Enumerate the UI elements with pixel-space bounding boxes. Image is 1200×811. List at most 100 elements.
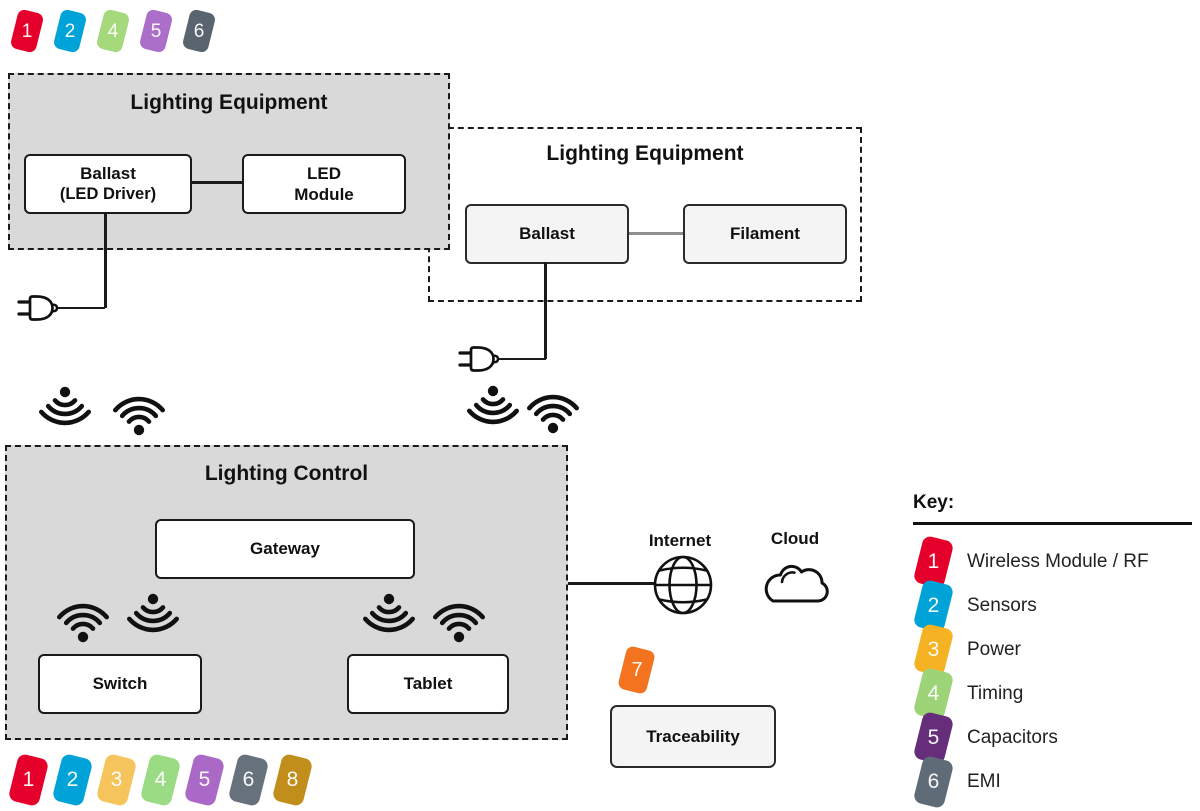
badge-row-bottom-left: 1 2 3 4 5 6 8: [7, 752, 314, 808]
badge-6: 6: [181, 8, 217, 55]
badge-7: 7: [617, 644, 656, 696]
badge-3: 3: [95, 752, 138, 808]
badge-5: 5: [138, 8, 174, 55]
internet-globe-icon: [653, 555, 713, 615]
internet-connector-line: [568, 582, 655, 585]
wifi-icon: [526, 384, 580, 434]
key-row-power: 3 Power: [912, 622, 1200, 678]
badge-number: 1: [21, 20, 33, 42]
ballast-led-driver-node: Ballast (LED Driver): [24, 154, 192, 214]
badge-1: 1: [912, 534, 955, 590]
key-label: Wireless Module / RF: [967, 550, 1149, 572]
badge-1: 1: [9, 8, 45, 55]
key-legend: Key: 1 Wireless Module / RF 2 Sensors 3 …: [912, 492, 1200, 809]
node-label: Ballast: [519, 224, 575, 244]
key-row-emi: 6 EMI: [912, 754, 1200, 810]
lighting-equipment-led-group: Lighting Equipment Ballast (LED Driver) …: [8, 73, 450, 250]
badge-number: 3: [927, 637, 940, 661]
badge-number: 1: [927, 549, 940, 573]
key-row-capacitors: 5 Capacitors: [912, 710, 1200, 766]
wifi-up-icon: [38, 386, 92, 436]
node-label: Traceability: [646, 726, 740, 746]
badge-number: 2: [927, 593, 940, 617]
node-label-line2: (LED Driver): [59, 185, 157, 204]
key-items: 1 Wireless Module / RF 2 Sensors 3 Power…: [912, 534, 1200, 810]
power-wire-vertical-filament: [544, 262, 547, 359]
power-plug-icon: [458, 345, 500, 373]
key-label: Timing: [967, 682, 1024, 704]
badge-4: 4: [139, 752, 182, 808]
key-label: Power: [967, 638, 1021, 660]
power-wire-horizontal-led: [57, 306, 105, 309]
led-module-node: LED Module: [242, 154, 406, 214]
gateway-node: Gateway: [155, 519, 415, 579]
key-row-timing: 4 Timing: [912, 666, 1200, 722]
wifi-icon: [432, 593, 486, 643]
switch-node: Switch: [38, 654, 202, 714]
badge-4: 4: [912, 666, 955, 722]
badge-number: 2: [64, 20, 76, 42]
ballast-filament-connector: [627, 232, 685, 235]
badge-number: 8: [286, 768, 299, 791]
badge-number: 4: [154, 768, 167, 791]
badge-number: 6: [193, 20, 205, 42]
badge-5: 5: [183, 752, 226, 808]
badge-number: 2: [66, 768, 79, 791]
node-label-line2: Module: [294, 185, 354, 204]
lighting-equipment-filament-group: Lighting Equipment Ballast Filament: [428, 127, 862, 302]
power-wire-vertical-led: [104, 212, 107, 308]
wifi-icon: [112, 386, 166, 436]
traceability-node: Traceability: [610, 705, 776, 768]
wifi-icon: [56, 593, 110, 643]
key-row-sensors: 2 Sensors: [912, 578, 1200, 634]
cloud-icon: [764, 564, 829, 603]
node-label-line1: Ballast: [80, 164, 136, 184]
badge-4: 4: [95, 8, 131, 55]
key-title: Key:: [913, 492, 955, 513]
lighting-control-group: Lighting Control Gateway Switch Tablet: [5, 445, 568, 740]
key-row-wireless: 1 Wireless Module / RF: [912, 534, 1200, 590]
badge-number: 5: [150, 20, 162, 42]
badge-number: 3: [110, 768, 123, 791]
badge-number: 5: [927, 725, 940, 749]
key-label: Capacitors: [967, 726, 1058, 748]
ballast-node: Ballast: [465, 204, 629, 264]
badge-number: 7: [631, 658, 643, 681]
badge-3: 3: [912, 622, 955, 678]
wifi-up-icon: [466, 385, 520, 435]
filament-node: Filament: [683, 204, 847, 264]
wifi-up-icon: [362, 593, 416, 643]
node-label: Tablet: [403, 674, 453, 694]
badge-8: 8: [271, 752, 314, 808]
internet-label: Internet: [648, 531, 712, 550]
badge-2: 2: [912, 578, 955, 634]
node-label: Switch: [92, 674, 148, 694]
badge-row-top-left: 1 2 4 5 6: [9, 8, 217, 55]
group-title: Lighting Control: [204, 462, 369, 485]
node-label: Filament: [730, 224, 800, 244]
power-wire-horizontal-filament: [498, 357, 546, 360]
badge-1: 1: [7, 752, 50, 808]
wifi-up-icon: [126, 593, 180, 643]
node-label: Gateway: [250, 539, 320, 559]
cloud-label: Cloud: [770, 529, 820, 548]
group-title: Lighting Equipment: [546, 142, 744, 165]
badge-number: 6: [242, 768, 255, 791]
badge-number: 1: [22, 768, 35, 791]
node-label-line1: LED: [307, 163, 341, 183]
badge-5: 5: [912, 710, 955, 766]
badge-2: 2: [51, 752, 94, 808]
key-label: EMI: [967, 770, 1001, 792]
key-rule: [913, 522, 1192, 525]
badge-2: 2: [52, 8, 88, 55]
badge-6: 6: [912, 754, 955, 810]
badge-number: 4: [927, 681, 940, 705]
key-label: Sensors: [967, 594, 1037, 616]
badge-number: 6: [927, 769, 940, 793]
tablet-node: Tablet: [347, 654, 509, 714]
badge-number: 4: [107, 20, 119, 42]
power-plug-icon: [17, 294, 59, 322]
badge-6: 6: [227, 752, 270, 808]
group-title: Lighting Equipment: [130, 91, 328, 114]
